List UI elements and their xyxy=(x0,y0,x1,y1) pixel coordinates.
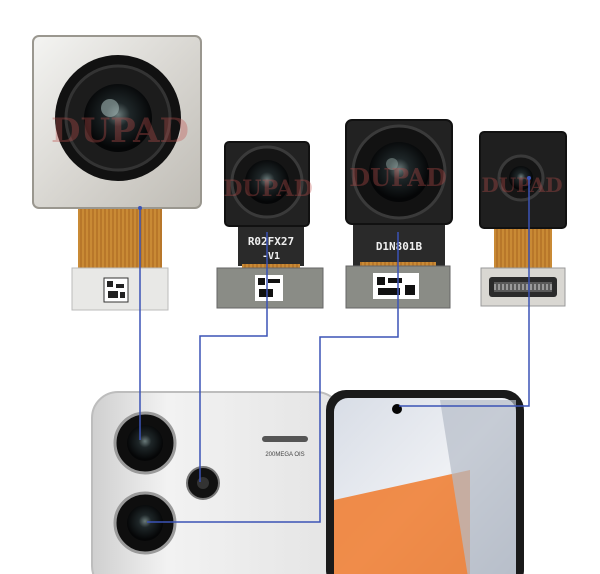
wallpaper-shape xyxy=(440,400,516,574)
phone-back-text: 200MEGA OIS xyxy=(265,452,304,458)
watermark-text: DUPAD xyxy=(223,176,312,202)
phone-front xyxy=(326,390,524,574)
connector-endpoints xyxy=(138,176,531,210)
flex-cable xyxy=(78,200,162,278)
lens-icon xyxy=(113,411,177,475)
lens-icon xyxy=(113,491,177,555)
module-sublabel: -V1 xyxy=(262,251,280,262)
lens-icon xyxy=(55,55,181,181)
watermark-text: DUPAD xyxy=(481,173,562,197)
phone-back: 200MEGA OIS xyxy=(91,391,343,574)
connector-icon xyxy=(489,277,557,297)
module-base xyxy=(353,222,445,268)
connector-line-ultrawide xyxy=(199,232,268,482)
front-camera-module: D1N801B xyxy=(345,119,453,309)
flex-cable xyxy=(494,226,552,270)
module-label: R02FX27 xyxy=(248,235,294,248)
watermark-text: DUPAD xyxy=(51,111,189,151)
module-label: D1N801B xyxy=(376,240,423,253)
lens-icon xyxy=(497,154,545,202)
lens-icon xyxy=(230,145,304,219)
watermark-text: DUPAD xyxy=(349,163,446,192)
connector-lines xyxy=(139,178,530,523)
lens-icon xyxy=(351,124,447,220)
barcode-icon xyxy=(373,273,419,299)
main-camera-module xyxy=(32,35,202,311)
macro-camera-module xyxy=(479,131,567,307)
connector-line-front xyxy=(147,232,399,523)
connector-line-macro xyxy=(399,178,530,407)
barcode-icon xyxy=(255,275,283,301)
lens-icon xyxy=(186,466,220,500)
flash-grille xyxy=(262,436,308,442)
module-base xyxy=(238,222,304,266)
ultrawide-camera-module: R02FX27 -V1 xyxy=(216,141,324,309)
wallpaper-shape xyxy=(334,470,470,574)
barcode-icon xyxy=(103,277,129,303)
